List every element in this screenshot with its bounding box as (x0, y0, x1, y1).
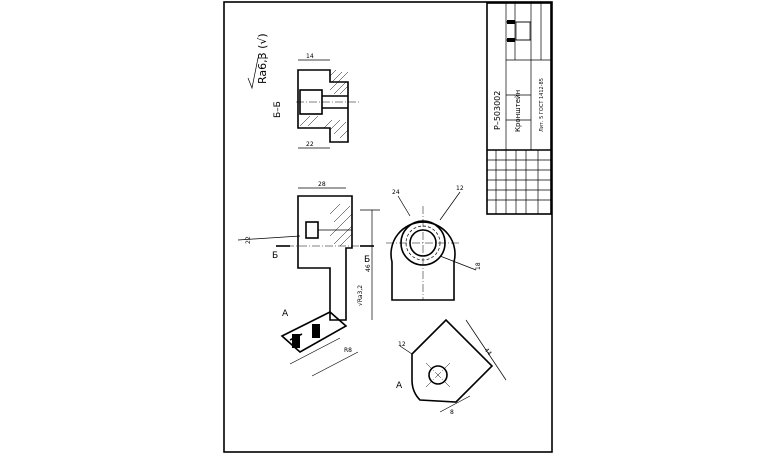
roughness-text: Ra6,3 (√) (256, 33, 269, 84)
dim-top-1: 14 (306, 53, 314, 60)
dim-a-1: 44 (482, 347, 492, 357)
arm-view: А R8 (280, 309, 359, 377)
dim-front-1: 28 (318, 181, 326, 188)
dim-side-1: 24 (392, 189, 400, 196)
cut-mark-left: Б (272, 251, 278, 261)
view-label-top: А (282, 309, 289, 319)
roughness-mark: Ra6,3 (√) (247, 33, 269, 90)
sheet-frame (223, 1, 553, 453)
front-view: 28 46 √Ra3,2 Б Б 22 (237, 181, 380, 321)
dim-a-3: 12 (398, 341, 406, 348)
title-note: Лит. 5 ГОСТ 1412-85 (539, 78, 545, 132)
section-view: Б–Б 14 22 (273, 53, 360, 149)
view-label-bottom: А (396, 381, 403, 391)
title-code: Р–503002 (493, 91, 502, 130)
dim-top-2: 22 (306, 141, 314, 148)
cut-mark-right: Б (364, 255, 370, 265)
dim-side-2: 12 (456, 185, 464, 192)
section-label: Б–Б (273, 101, 283, 118)
dim-front-3: 22 (245, 236, 252, 244)
title-part-name: Кронштейн (514, 90, 522, 132)
side-view: 24 12 18 (386, 185, 482, 301)
dim-arm-1: R8 (344, 347, 352, 354)
dim-side-3: 18 (475, 262, 482, 270)
small-roughness: √Ra3,2 (357, 285, 364, 306)
dim-a-2: 8 (450, 409, 454, 416)
title-block: Р–503002 Кронштейн Лит. 5 ГОСТ 1412-85 (486, 2, 552, 215)
dim-front-2: 46 (365, 264, 372, 272)
view-a: А 44 8 12 (396, 318, 507, 416)
